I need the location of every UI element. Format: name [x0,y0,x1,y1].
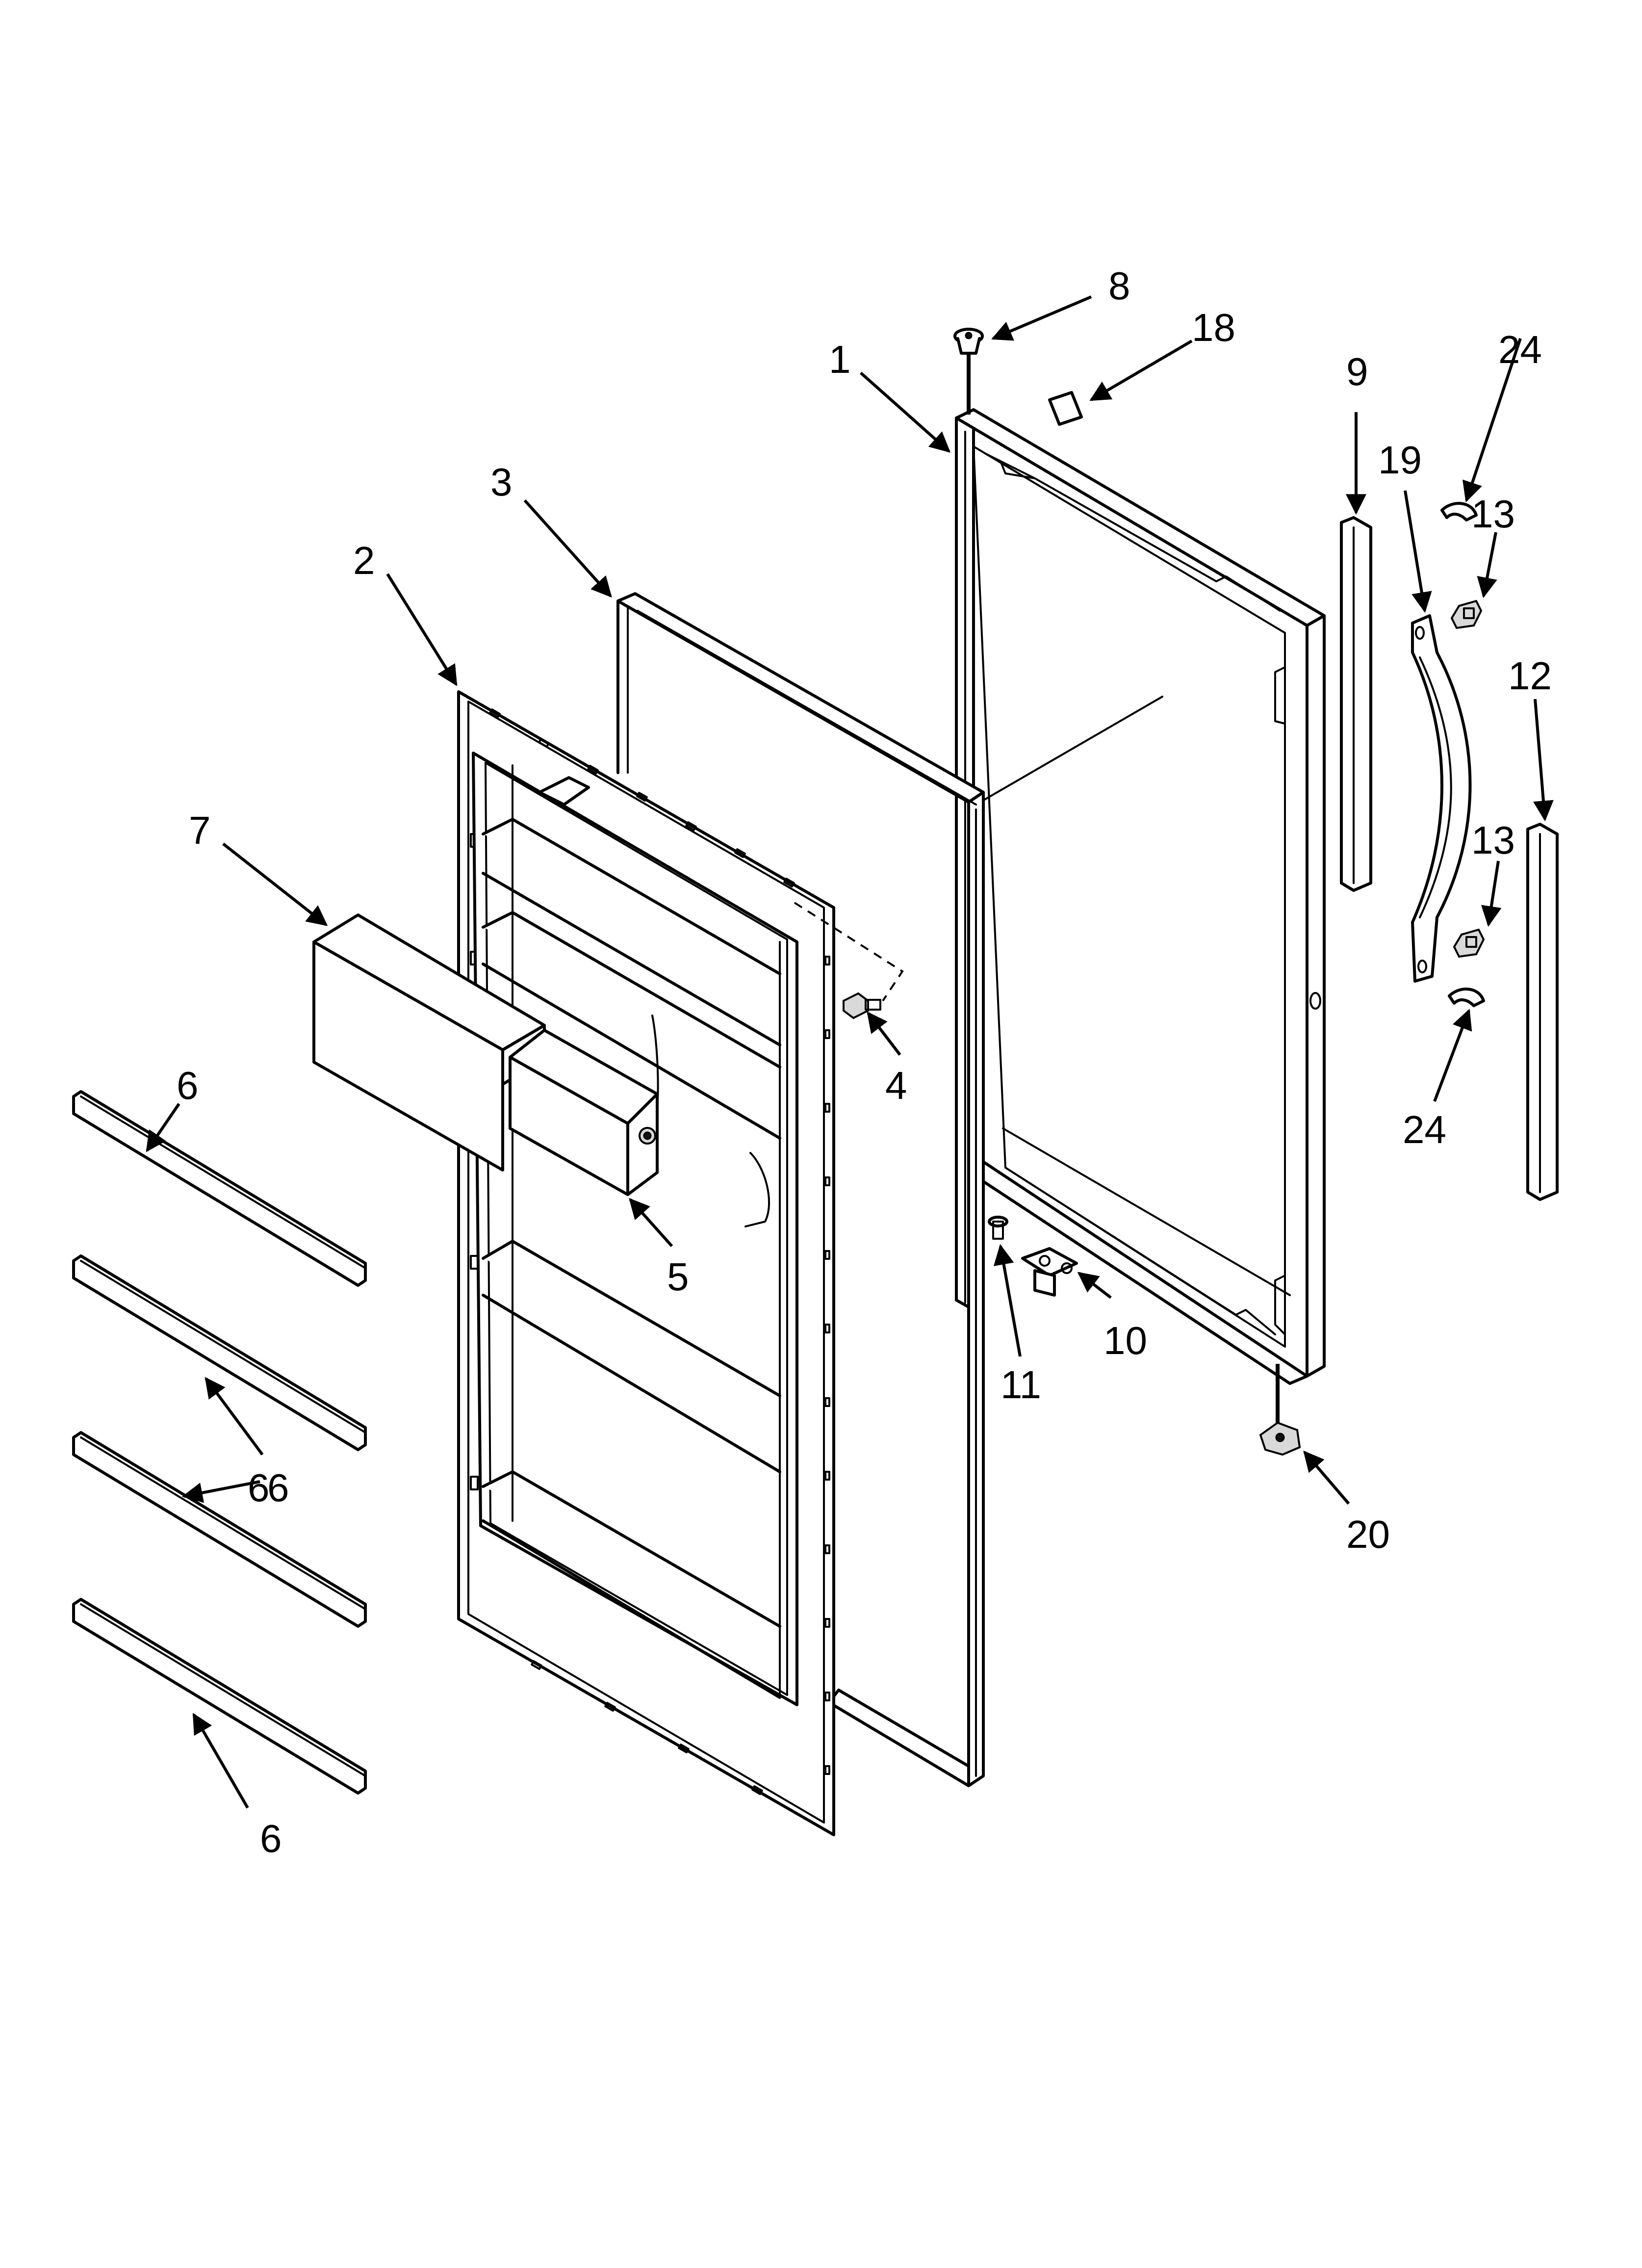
callout-19: 19 [1378,438,1422,482]
callout-20: 20 [1346,1512,1390,1556]
door-rail-2 [72,1254,367,1451]
callout-13a: 13 [1471,492,1515,536]
dairy-bin [312,913,659,1196]
screw-part-4 [794,902,904,1019]
door-liner [457,690,835,1836]
callout-3: 3 [490,460,513,504]
handle-cap-part-24-bottom [1448,988,1485,1007]
bottom-hinge-bushing-part-20 [1259,1364,1301,1456]
door-rail-1 [72,1090,367,1287]
callout-12: 12 [1508,654,1552,698]
gasket-strip-part-9 [1340,516,1372,892]
dairy-bin-door [509,1029,659,1196]
top-hinge-bushing-part-8 [953,328,984,415]
callout-1: 1 [829,338,851,381]
callout-7: 7 [189,808,211,852]
callout-10: 10 [1103,1319,1147,1362]
callout-18: 18 [1192,306,1235,349]
leader-lines [146,295,1554,1809]
door-handle-part-19 [1411,614,1472,983]
callout-6b: 6 [248,1466,270,1510]
callout-2: 2 [353,539,375,582]
callout-5: 5 [667,1255,689,1299]
callout-9: 9 [1346,350,1368,393]
door-rail-4 [72,1598,367,1795]
hinge-pin-part-11 [988,1216,1008,1240]
handle-screw-part-13-bottom [1453,928,1485,958]
callout-13b: 13 [1471,818,1515,862]
handle-screw-part-13-top [1450,600,1483,629]
label-part-18 [1048,391,1083,426]
door-rail-3 [72,1431,367,1628]
outer-door-panel [955,408,1326,1385]
callout-6d: 6 [260,1817,282,1860]
handle-cap-part-24-top [1440,502,1478,521]
callout-numbers: 1 2 3 4 5 7 6 6 6 6 8 18 9 19 24 13 12 1… [177,264,1552,1860]
callout-11: 11 [1001,1363,1041,1407]
callout-24a: 24 [1498,328,1542,371]
hinge-bracket-part-10 [1021,1247,1078,1297]
callout-6c: 6 [267,1466,289,1510]
gasket-strip-part-12 [1526,823,1559,1201]
callout-8: 8 [1108,264,1130,308]
callout-6a: 6 [177,1064,199,1107]
callout-24b: 24 [1403,1108,1446,1151]
door-shelf-rails [72,1090,367,1795]
callout-4: 4 [885,1064,907,1107]
door-gasket [616,592,985,1787]
